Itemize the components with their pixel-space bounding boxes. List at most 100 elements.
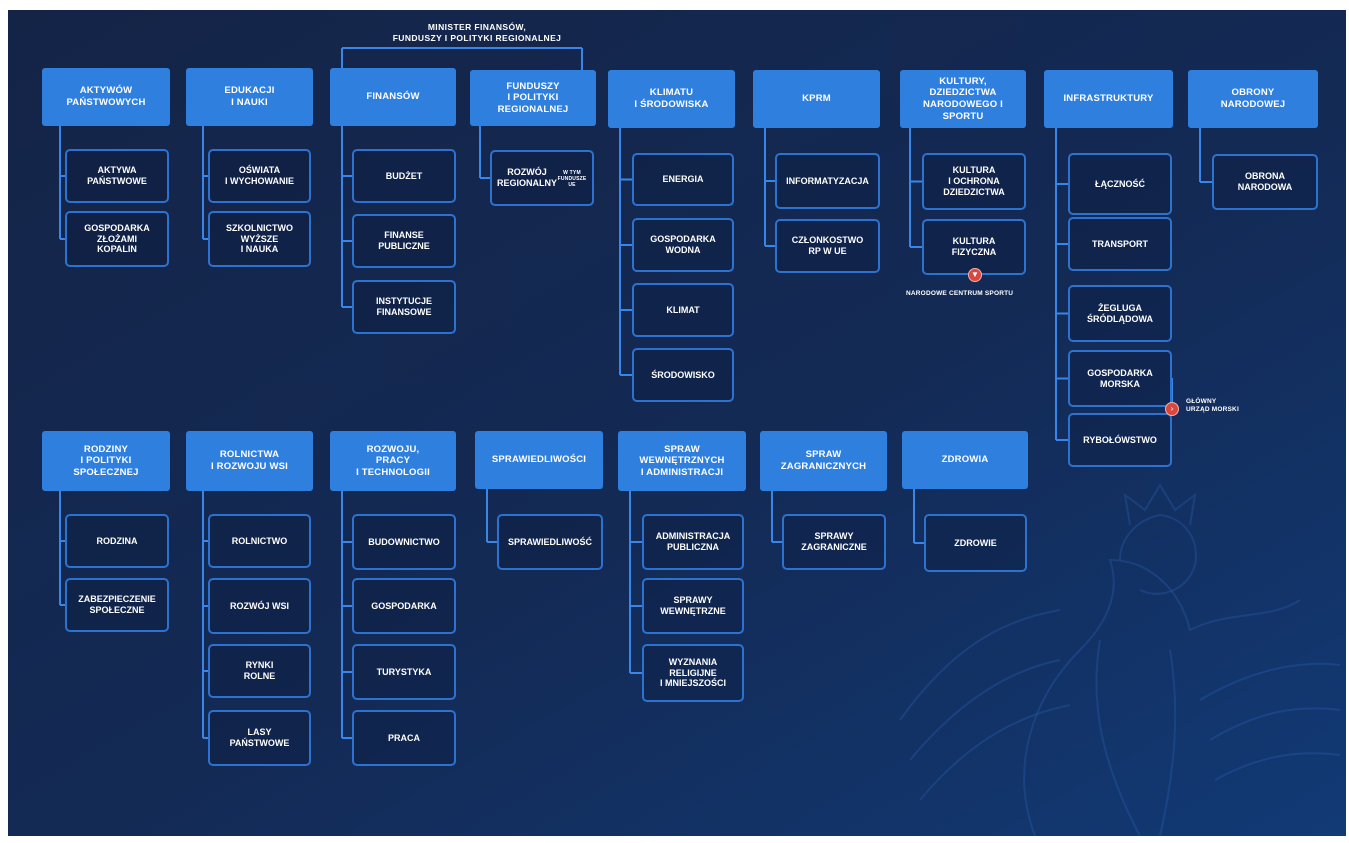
- area-rozwoj-2: GOSPODARKA: [352, 578, 456, 634]
- area-finanse-2: FINANSE PUBLICZNE: [352, 214, 456, 268]
- area-label: OBRONA NARODOWA: [1237, 171, 1293, 192]
- area-label: WYZNANIA RELIGIJNE I MNIEJSZOŚCI: [659, 656, 726, 689]
- ministry-infrastruktura: INFRASTRUKTURY: [1044, 70, 1173, 128]
- area-label: LASY PAŃSTWOWE: [229, 727, 290, 748]
- area-infrastruktura-1: ŁĄCZNOŚĆ: [1068, 153, 1172, 215]
- area-kultura-1: KULTURA I OCHRONA DZIEDZICTWA: [922, 153, 1026, 210]
- area-label: INFORMATYZACJA: [786, 175, 869, 186]
- chart-background: [8, 10, 1346, 836]
- area-label: ROZWÓJ WSI: [230, 600, 289, 611]
- area-obrona-1: OBRONA NARODOWA: [1212, 154, 1318, 210]
- area-rodzina-1: RODZINA: [65, 514, 169, 568]
- area-label: SPRAWY ZAGRANICZNE: [801, 531, 867, 552]
- area-label: GOSPODARKA ZŁOŻAMI KOPALIN: [84, 222, 150, 255]
- area-rozwoj-1: BUDOWNICTWO: [352, 514, 456, 570]
- area-rolnictwo-1: ROLNICTWO: [208, 514, 311, 568]
- area-label: ZABEZPIECZENIE SPOŁECZNE: [78, 594, 156, 615]
- ministry-obrona: OBRONY NARODOWEJ: [1188, 70, 1318, 128]
- area-label: FINANSE PUBLICZNE: [378, 230, 430, 251]
- area-label: GOSPODARKA: [371, 600, 437, 611]
- area-label: TRANSPORT: [1092, 238, 1148, 249]
- area-wewnetrzne-2: SPRAWY WEWNĘTRZNE: [642, 578, 744, 634]
- area-label: BUDŻET: [385, 170, 423, 181]
- area-label: INSTYTUCJE FINANSOWE: [375, 296, 432, 317]
- area-klimat-4: ŚRODOWISKO: [632, 348, 734, 402]
- area-edukacja-1: OŚWIATA I WYCHOWANIE: [208, 149, 311, 203]
- ministry-edukacja: EDUKACJI I NAUKI: [186, 68, 313, 126]
- area-kprm-2: CZŁONKOSTWO RP W UE: [775, 219, 880, 273]
- area-rozwoj-3: TURYSTYKA: [352, 644, 456, 700]
- glowny-urzad-morski-marker-icon: ›: [1165, 402, 1179, 416]
- area-label: KULTURA FIZYCZNA: [951, 236, 997, 257]
- area-kultura-2: KULTURA FIZYCZNA: [922, 219, 1026, 275]
- area-finanse-3: INSTYTUCJE FINANSOWE: [352, 280, 456, 334]
- area-label: KLIMAT: [666, 304, 700, 315]
- area-label: ADMINISTRACJA PUBLICZNA: [655, 531, 731, 552]
- area-label: GOSPODARKA WODNA: [650, 234, 716, 255]
- area-klimat-1: ENERGIA: [632, 153, 734, 206]
- area-infrastruktura-4: GOSPODARKA MORSKA: [1068, 350, 1172, 407]
- area-label: ZDROWIE: [954, 537, 997, 548]
- area-rolnictwo-2: ROZWÓJ WSI: [208, 578, 311, 634]
- area-label: RODZINA: [96, 535, 138, 546]
- area-label: ROLNICTWO: [231, 535, 288, 546]
- area-wewnetrzne-1: ADMINISTRACJA PUBLICZNA: [642, 514, 744, 570]
- ministry-rolnictwo: ROLNICTWA I ROZWOJU WSI: [186, 431, 313, 491]
- area-sprawiedliwosc-1: SPRAWIEDLIWOŚĆ: [497, 514, 603, 570]
- area-klimat-3: KLIMAT: [632, 283, 734, 337]
- area-label: RYNKI ROLNE: [243, 660, 276, 681]
- area-infrastruktura-3: ŻEGLUGA ŚRÓDLĄDOWA: [1068, 285, 1172, 342]
- area-label: KULTURA I OCHRONA DZIEDZICTWA: [943, 165, 1005, 197]
- area-label: ENERGIA: [662, 174, 704, 185]
- area-label: ROZWÓJ REGIONALNY: [497, 167, 558, 188]
- area-label: SZKOLNICTWO WYŻSZE I NAUKA: [226, 222, 293, 255]
- area-label: ŻEGLUGA ŚRÓDLĄDOWA: [1087, 302, 1153, 324]
- ministry-rozwoj: ROZWOJU, PRACY I TECHNOLOGII: [330, 431, 456, 491]
- area-rodzina-2: ZABEZPIECZENIE SPOŁECZNE: [65, 578, 169, 632]
- ministry-klimat: KLIMATU I ŚRODOWISKA: [608, 70, 735, 128]
- area-note: W TYM FUNDUSZE UE: [557, 169, 587, 189]
- area-label: TURYSTYKA: [376, 666, 432, 677]
- ministry-rodzina: RODZINY I POLITYKI SPOŁECZNEJ: [42, 431, 170, 491]
- area-label: CZŁONKOSTWO RP W UE: [791, 235, 864, 256]
- area-aktywa-1: AKTYWA PAŃSTWOWE: [65, 149, 169, 203]
- area-infrastruktura-5: RYBOŁÓWSTWO: [1068, 413, 1172, 467]
- area-label: ŚRODOWISKO: [651, 369, 715, 380]
- area-rolnictwo-3: RYNKI ROLNE: [208, 644, 311, 698]
- area-label: PRACA: [387, 732, 420, 743]
- narodowe-centrum-sportu-marker-icon: ▼: [968, 268, 982, 282]
- area-rolnictwo-4: LASY PAŃSTWOWE: [208, 710, 311, 766]
- narodowe-centrum-sportu-label: NARODOWE CENTRUM SPORTU: [906, 290, 1014, 297]
- area-label: RYBOŁÓWSTWO: [1083, 434, 1157, 445]
- area-infrastruktura-2: TRANSPORT: [1068, 217, 1172, 271]
- minister-label: MINISTER FINANSÓW, FUNDUSZY I POLITYKI R…: [392, 22, 562, 43]
- ministry-sprawiedliwosc: SPRAWIEDLIWOŚCI: [475, 431, 603, 489]
- ministry-aktywa: AKTYWÓW PAŃSTWOWYCH: [42, 68, 170, 126]
- area-label: AKTYWA PAŃSTWOWE: [87, 165, 147, 186]
- area-kprm-1: INFORMATYZACJA: [775, 153, 880, 209]
- ministry-zagraniczne: SPRAW ZAGRANICZNYCH: [760, 431, 887, 491]
- area-edukacja-2: SZKOLNICTWO WYŻSZE I NAUKA: [208, 211, 311, 267]
- area-rozwoj-4: PRACA: [352, 710, 456, 766]
- ministry-kprm: KPRM: [753, 70, 880, 128]
- area-label: SPRAWIEDLIWOŚĆ: [507, 536, 592, 547]
- area-zagraniczne-1: SPRAWY ZAGRANICZNE: [782, 514, 886, 570]
- ministry-kultura: KULTURY, DZIEDZICTWA NARODOWEGO I SPORTU: [900, 70, 1026, 128]
- ministry-fundusze: FUNDUSZY I POLITYKI REGIONALNEJ: [470, 70, 596, 126]
- ministry-zdrowie: ZDROWIA: [902, 431, 1028, 489]
- area-zdrowie-1: ZDROWIE: [924, 514, 1027, 572]
- area-label: GOSPODARKA MORSKA: [1087, 367, 1153, 389]
- ministry-finanse: FINANSÓW: [330, 68, 456, 126]
- glowny-urzad-morski-label: GŁÓWNY URZĄD MORSKI: [1186, 398, 1239, 414]
- area-klimat-2: GOSPODARKA WODNA: [632, 218, 734, 272]
- area-label: SPRAWY WEWNĘTRZNE: [660, 595, 726, 616]
- area-label: ŁĄCZNOŚĆ: [1095, 178, 1145, 189]
- area-aktywa-2: GOSPODARKA ZŁOŻAMI KOPALIN: [65, 211, 169, 267]
- area-label: BUDOWNICTWO: [368, 536, 440, 547]
- area-wewnetrzne-3: WYZNANIA RELIGIJNE I MNIEJSZOŚCI: [642, 644, 744, 702]
- area-label: OŚWIATA I WYCHOWANIE: [225, 165, 294, 186]
- area-finanse-1: BUDŻET: [352, 149, 456, 203]
- ministry-wewnetrzne: SPRAW WEWNĘTRZNYCH I ADMINISTRACJI: [618, 431, 746, 491]
